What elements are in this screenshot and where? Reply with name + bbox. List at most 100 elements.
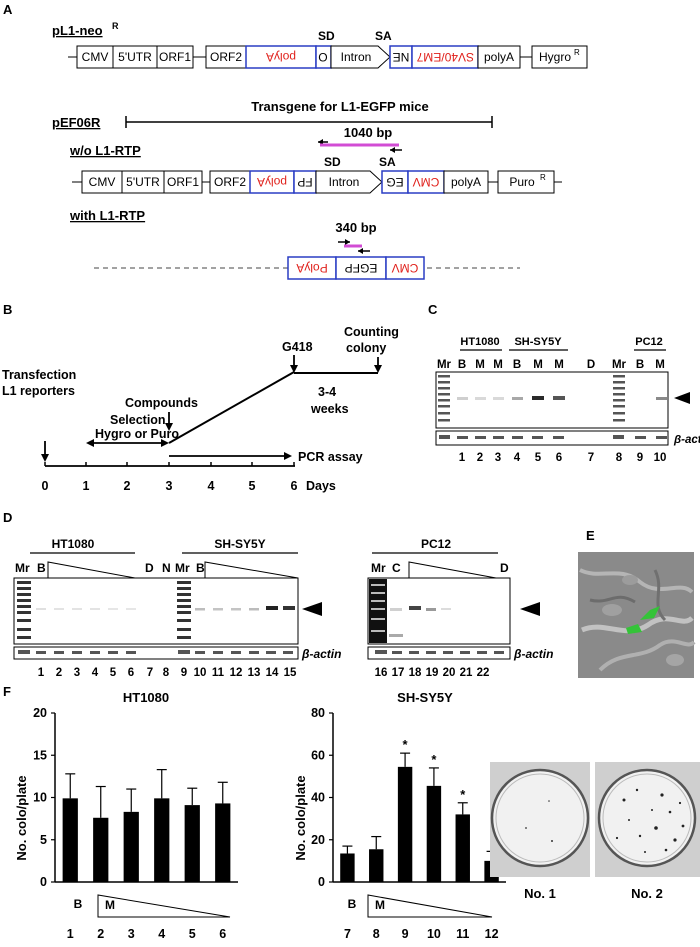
svg-text:B: B xyxy=(37,561,46,575)
bar xyxy=(397,766,413,882)
category-label: 3 xyxy=(128,927,135,941)
svg-text:2: 2 xyxy=(56,667,62,679)
construct3-boxes: PolyA EGFP CMV xyxy=(287,256,425,280)
svg-text:13: 13 xyxy=(248,667,261,679)
chart2-ylabel: No. colo/plate xyxy=(293,775,308,860)
svg-text:Puro: Puro xyxy=(509,175,535,189)
gel-d-right-actin-strip xyxy=(367,646,511,660)
svg-text:ORF1: ORF1 xyxy=(159,50,191,64)
svg-text:9: 9 xyxy=(637,452,643,464)
svg-text:Mr: Mr xyxy=(175,561,190,575)
svg-text:Intron: Intron xyxy=(341,50,372,64)
svg-text:2: 2 xyxy=(124,479,131,493)
svg-text:polyA: polyA xyxy=(257,175,287,189)
bar xyxy=(369,849,384,882)
svg-text:22: 22 xyxy=(477,667,490,679)
chart1-group-b: B xyxy=(74,897,83,911)
label-weeks1: 3-4 xyxy=(318,385,336,399)
bar xyxy=(215,803,231,882)
svg-text:O: O xyxy=(318,50,327,64)
time-axis-unit: Days xyxy=(306,479,336,493)
svg-text:C: C xyxy=(392,561,401,575)
label-selection: Selection xyxy=(110,413,166,427)
svg-text:polyA: polyA xyxy=(451,175,481,189)
significance-mark: * xyxy=(403,737,409,752)
svg-text:R: R xyxy=(540,173,546,182)
panel-b: B Transfection L1 reporters Compounds Se… xyxy=(2,302,399,493)
gel-c-image xyxy=(435,371,669,429)
label-g418: G418 xyxy=(282,340,313,354)
significance-mark: * xyxy=(460,787,466,802)
gel-c-actin-strip xyxy=(435,430,669,446)
label-compounds: Compounds xyxy=(125,396,198,410)
significance-mark: * xyxy=(431,752,437,767)
chart1-ytick-label: 0 xyxy=(40,875,47,889)
svg-text:15: 15 xyxy=(284,667,297,679)
construct2-sd: SD xyxy=(324,155,341,169)
with-rtp-label: with L1-RTP xyxy=(69,208,145,223)
svg-text:EG: EG xyxy=(386,175,403,189)
category-label: 11 xyxy=(456,927,469,941)
gel-c-arrowhead xyxy=(674,392,690,404)
panel-f-letter: F xyxy=(3,684,11,699)
svg-text:19: 19 xyxy=(426,667,439,679)
panel-a: A pL1-neo R SD SA CMV 5'UTR ORF1 ORF2 po… xyxy=(3,2,588,280)
svg-text:M: M xyxy=(554,359,564,371)
category-label: 6 xyxy=(219,927,226,941)
svg-text:Hygro: Hygro xyxy=(539,50,571,64)
category-label: 5 xyxy=(189,927,196,941)
bar xyxy=(123,811,139,882)
chart2-group-b: B xyxy=(348,897,357,911)
gel-c-extra-top: D xyxy=(587,359,595,371)
svg-text:FP: FP xyxy=(297,175,312,189)
svg-text:5: 5 xyxy=(110,667,117,679)
svg-text:17: 17 xyxy=(392,667,405,679)
chart1-group-m: M xyxy=(105,898,115,912)
bar xyxy=(62,798,78,882)
svg-text:polyA: polyA xyxy=(266,50,296,64)
gel-d-left-numbers: 1 2 3 4 5 6 7 8 9 10 11 12 13 14 15 xyxy=(38,667,297,679)
svg-text:NE: NE xyxy=(393,50,410,64)
label-counting: Counting xyxy=(344,325,399,339)
svg-text:CMV: CMV xyxy=(82,50,109,64)
svg-text:2: 2 xyxy=(477,452,483,464)
svg-text:3: 3 xyxy=(74,667,80,679)
chart2-title: SH-SY5Y xyxy=(397,690,453,705)
svg-text:CMV: CMV xyxy=(89,175,116,189)
category-label: 2 xyxy=(97,927,104,941)
gel-d-group-pc12: PC12 xyxy=(421,537,451,551)
svg-text:8: 8 xyxy=(163,667,170,679)
label-pcr: PCR assay xyxy=(298,450,363,464)
label-transfection: Transfection xyxy=(2,368,76,382)
svg-text:EGFP: EGFP xyxy=(345,261,378,275)
gel-c-group-shsy5y: SH-SY5Y xyxy=(514,336,562,348)
bar xyxy=(340,853,355,882)
svg-text:4: 4 xyxy=(514,452,521,464)
svg-text:6: 6 xyxy=(128,667,134,679)
chart1-ytick-label: 20 xyxy=(33,706,47,720)
svg-text:PolyA: PolyA xyxy=(296,261,327,275)
gel-c-lane-numbers: 1 2 3 4 5 6 7 8 9 10 xyxy=(459,452,667,464)
svg-text:20: 20 xyxy=(443,667,456,679)
svg-text:16: 16 xyxy=(375,667,388,679)
bar xyxy=(184,805,200,882)
plate-1-label: No. 1 xyxy=(524,886,556,901)
product-340: 340 bp xyxy=(335,220,376,235)
chart1-ytick-label: 15 xyxy=(33,748,47,762)
svg-text:9: 9 xyxy=(181,667,187,679)
gel-d-right-actin-label: β-actin xyxy=(513,647,553,661)
chart2-ytick-label: 0 xyxy=(318,875,325,889)
gel-d-left-arrowhead xyxy=(302,602,322,616)
gel-c-group-ht1080: HT1080 xyxy=(460,336,499,348)
svg-text:ORF2: ORF2 xyxy=(210,50,242,64)
svg-text:5: 5 xyxy=(249,479,256,493)
chart2-group-m: M xyxy=(375,898,385,912)
svg-text:Mr: Mr xyxy=(612,359,627,371)
svg-text:SV40/EM7: SV40/EM7 xyxy=(416,50,474,64)
svg-text:8: 8 xyxy=(616,452,623,464)
gel-c-bands xyxy=(457,396,667,400)
svg-text:M: M xyxy=(533,359,543,371)
svg-text:14: 14 xyxy=(266,667,279,679)
svg-text:1: 1 xyxy=(38,667,45,679)
